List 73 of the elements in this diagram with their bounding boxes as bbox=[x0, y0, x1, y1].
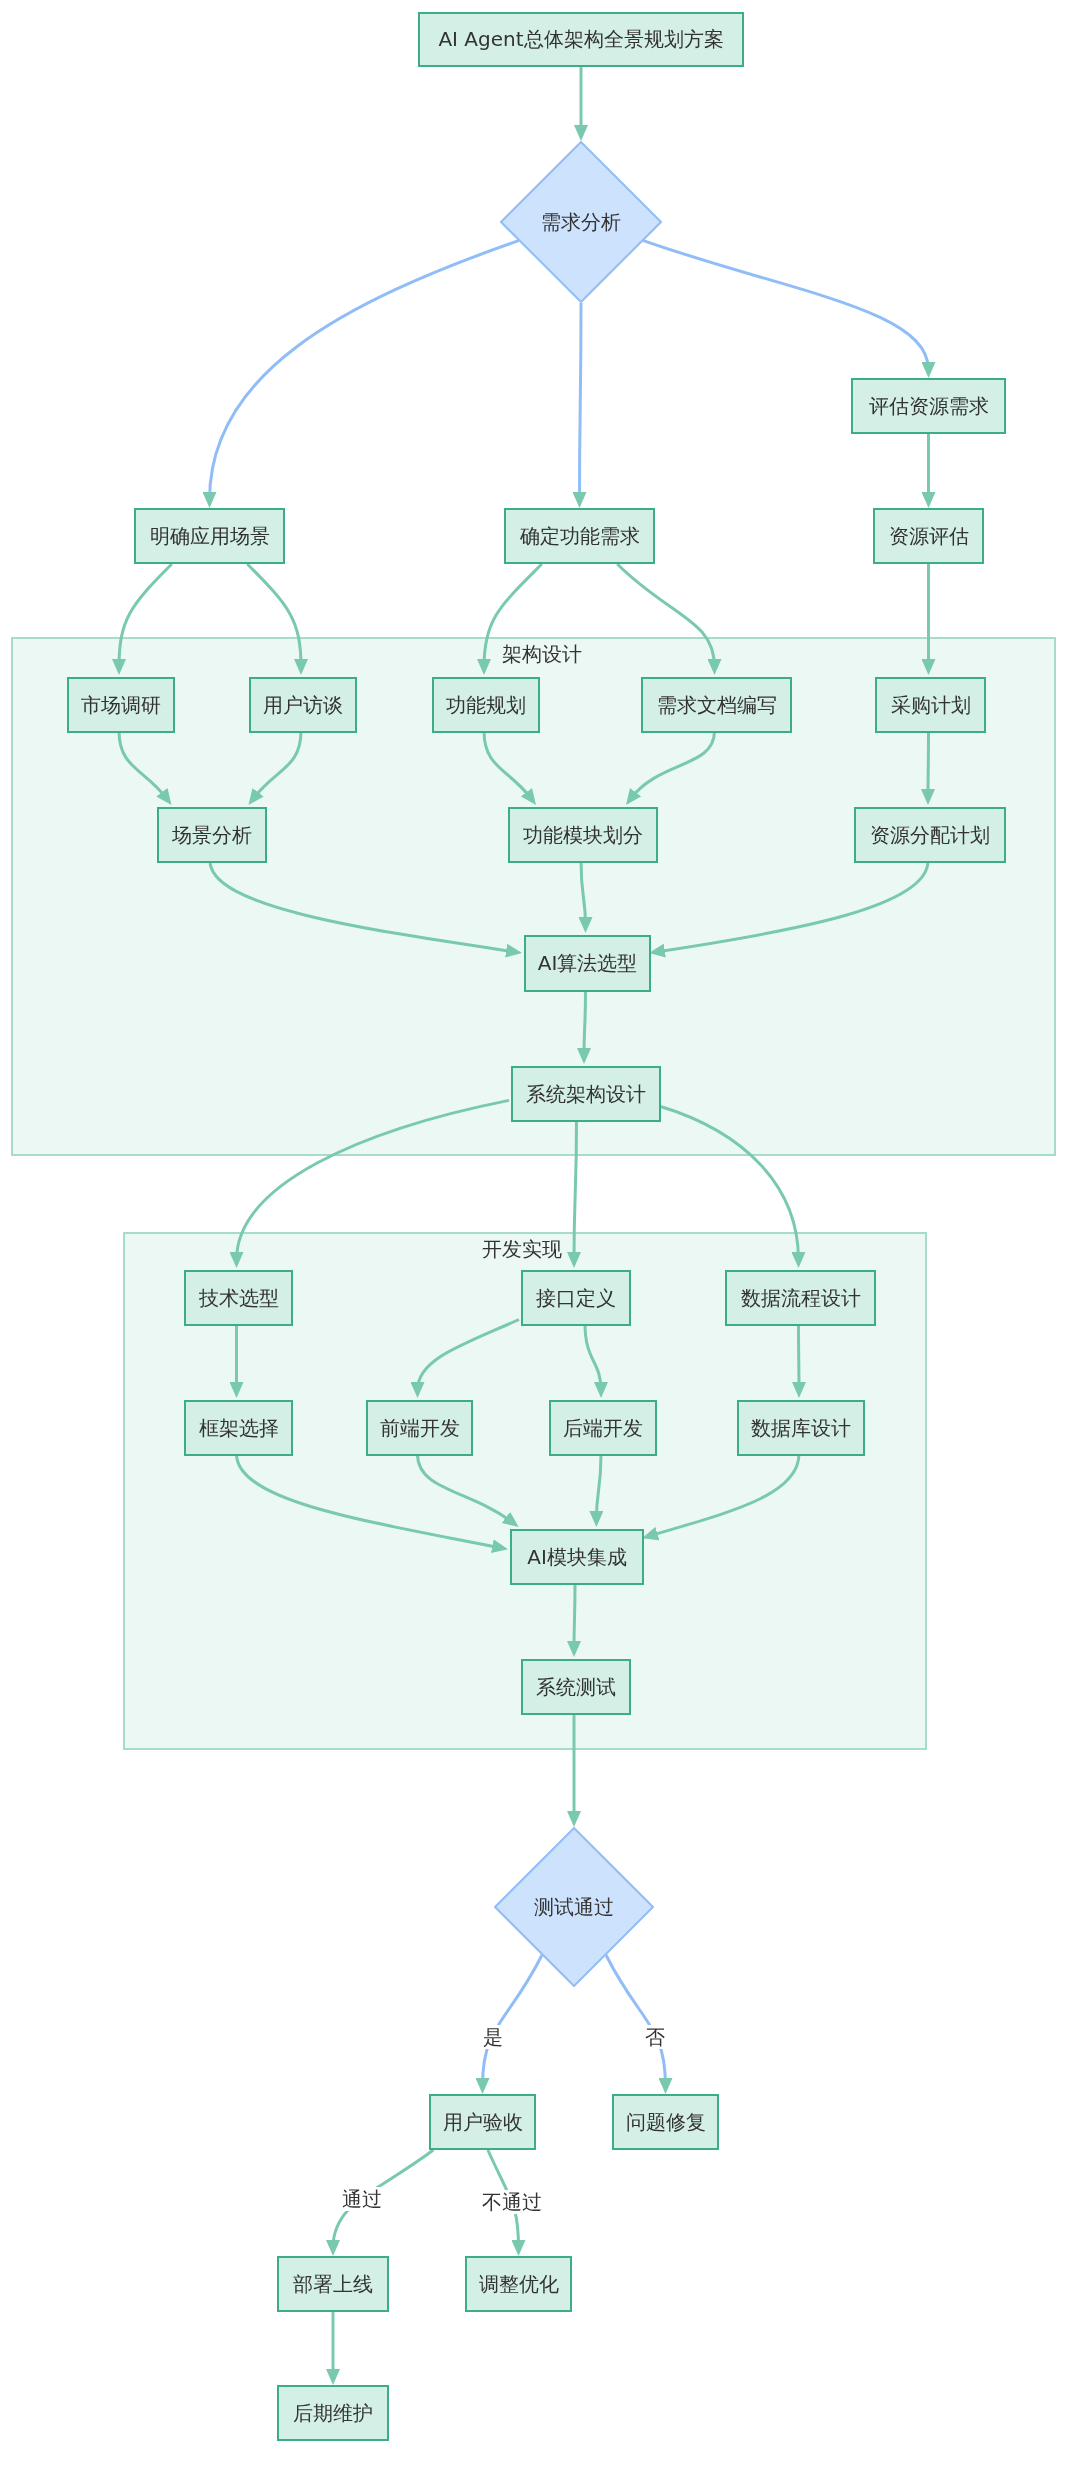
arrow bbox=[475, 1954, 544, 2094]
arrow bbox=[117, 730, 172, 805]
arrow bbox=[411, 1318, 520, 1398]
process-box: AI模块集成 bbox=[510, 1529, 644, 1585]
arrow bbox=[567, 1713, 581, 1827]
process-box: 数据流程设计 bbox=[725, 1270, 876, 1326]
group-title: 开发实现 bbox=[482, 1237, 562, 1261]
arrow bbox=[112, 562, 173, 675]
process-box: 资源分配计划 bbox=[854, 807, 1006, 863]
arrow bbox=[642, 1453, 801, 1541]
process-box: 后期维护 bbox=[277, 2385, 389, 2441]
edge-label: 通过 bbox=[339, 2187, 384, 2212]
arrow bbox=[649, 860, 930, 958]
process-box: 调整优化 bbox=[465, 2256, 572, 2312]
process-box: 确定功能需求 bbox=[504, 508, 655, 564]
arrow bbox=[230, 1098, 510, 1268]
process-box: 系统架构设计 bbox=[511, 1066, 661, 1122]
process-box: 数据库设计 bbox=[737, 1400, 865, 1456]
arrow bbox=[583, 1323, 608, 1398]
process-box: 后端开发 bbox=[549, 1400, 657, 1456]
process-box: 资源评估 bbox=[873, 508, 984, 564]
arrow bbox=[589, 1454, 604, 1527]
arrow bbox=[326, 2312, 340, 2385]
process-box: 需求文档编写 bbox=[641, 677, 792, 733]
process-box: 功能规划 bbox=[432, 677, 540, 733]
arrow bbox=[235, 1453, 509, 1554]
arrow bbox=[921, 731, 935, 805]
process-box: 问题修复 bbox=[612, 2094, 719, 2150]
process-box: 技术选型 bbox=[184, 1270, 293, 1326]
arrow bbox=[248, 730, 303, 805]
process-box: 用户访谈 bbox=[249, 677, 357, 733]
edge-label: 否 bbox=[643, 2024, 668, 2049]
arrow bbox=[921, 564, 936, 675]
arrow bbox=[203, 239, 520, 508]
process-box: 评估资源需求 bbox=[851, 378, 1006, 434]
arrow bbox=[229, 1324, 244, 1398]
decision-diamond: 测试通过 bbox=[494, 1827, 654, 1987]
group-panel bbox=[11, 637, 1056, 1156]
arrow bbox=[416, 1453, 519, 1527]
arrow bbox=[792, 1324, 806, 1398]
arrow bbox=[477, 562, 543, 675]
process-box: 部署上线 bbox=[277, 2256, 389, 2312]
group-panel bbox=[123, 1232, 927, 1750]
edge-label: 不通过 bbox=[479, 2189, 544, 2214]
arrow bbox=[616, 562, 721, 675]
arrow bbox=[246, 562, 308, 675]
arrow bbox=[482, 730, 537, 805]
arrow bbox=[578, 861, 593, 933]
process-box: 功能模块划分 bbox=[508, 807, 658, 863]
process-box: 用户验收 bbox=[429, 2094, 536, 2150]
process-box: 前端开发 bbox=[366, 1400, 473, 1456]
arrow bbox=[208, 860, 522, 958]
process-box: 接口定义 bbox=[521, 1270, 631, 1326]
arrow bbox=[567, 1120, 582, 1268]
arrow bbox=[921, 434, 936, 508]
process-box: 系统测试 bbox=[521, 1659, 631, 1715]
arrow bbox=[625, 730, 716, 805]
group-title: 架构设计 bbox=[502, 642, 582, 666]
decision-diamond: 需求分析 bbox=[500, 141, 662, 303]
edge-label: 是 bbox=[480, 2024, 505, 2049]
arrow bbox=[567, 1583, 581, 1657]
process-box: 明确应用场景 bbox=[134, 508, 285, 564]
process-box: AI算法选型 bbox=[524, 935, 651, 992]
process-box: 框架选择 bbox=[184, 1400, 293, 1456]
arrow bbox=[642, 239, 934, 378]
title-box: AI Agent总体架构全景规划方案 bbox=[418, 12, 744, 67]
arrow bbox=[658, 1104, 805, 1268]
arrow bbox=[577, 990, 592, 1064]
arrow bbox=[574, 67, 588, 141]
process-box: 场景分析 bbox=[157, 807, 267, 863]
arrow bbox=[572, 303, 587, 508]
process-box: 采购计划 bbox=[875, 677, 986, 733]
process-box: 市场调研 bbox=[67, 677, 175, 733]
